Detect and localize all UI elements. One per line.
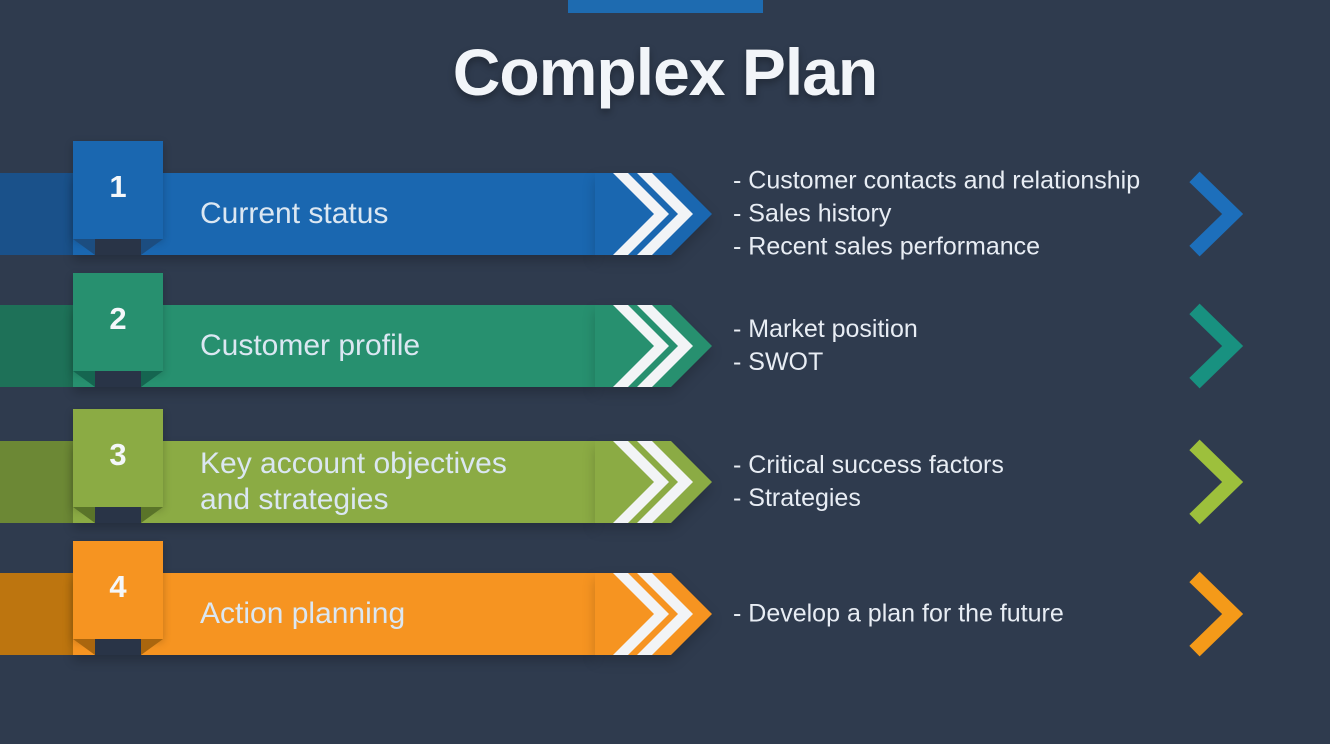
bullet-line: - SWOT — [733, 348, 824, 376]
slide-title: Complex Plan — [452, 35, 878, 109]
step-number-tab: 4 — [73, 541, 163, 639]
step-row-3: Key account objectives and strategies 3 … — [0, 409, 1330, 525]
bullet-line: - Recent sales performance — [733, 232, 1041, 261]
band-arrowhead-icon — [595, 173, 712, 255]
step-bullets: - Critical success factors - Strategies — [733, 449, 1203, 515]
step-number: 2 — [109, 301, 127, 336]
chevron-right-icon — [1189, 303, 1244, 389]
step-label: Key account objectives and strategies — [200, 447, 507, 516]
chevron-right-icon — [1189, 571, 1244, 657]
bullet-line: - Customer contacts and relationship — [733, 166, 1141, 195]
ribbon-left-strip — [0, 305, 73, 387]
chevron-right-icon — [1189, 439, 1244, 525]
accent-bar — [568, 0, 763, 13]
bullet-line: - Develop a plan for the future — [733, 599, 1064, 628]
step-row-2: Customer profile 2 - Market position - S… — [0, 273, 1330, 389]
ribbon-fold-shadow — [95, 371, 141, 387]
ribbon-fold-shadow — [95, 507, 141, 523]
step-label: Action planning — [200, 597, 406, 630]
step-label: Customer profile — [200, 329, 421, 362]
ribbon-left-strip — [0, 441, 73, 523]
ribbon-fold-shadow — [95, 239, 141, 255]
step-bullets: - Market position - SWOT — [733, 313, 1203, 379]
bullet-line: - Sales history — [733, 199, 892, 228]
step-bullets: - Customer contacts and relationship - S… — [733, 165, 1203, 264]
step-bullets: - Develop a plan for the future — [733, 598, 1203, 631]
step-row-1: Current status 1 - Customer contacts and… — [0, 141, 1330, 261]
bullet-line: - Critical success factors — [733, 451, 1004, 479]
ribbon-left-strip — [0, 173, 73, 255]
step-number: 1 — [109, 169, 127, 204]
step-number: 4 — [109, 569, 127, 604]
bullet-line: - Market position — [733, 315, 918, 343]
step-row-4: Action planning 4 - Develop a plan for t… — [0, 541, 1330, 657]
step-number-tab: 2 — [73, 273, 163, 371]
band-arrowhead-icon — [595, 305, 712, 387]
step-label: Current status — [200, 197, 389, 230]
chevron-right-icon — [1189, 171, 1244, 257]
step-number-tab: 1 — [73, 141, 163, 239]
ribbon-left-strip — [0, 573, 73, 655]
band-arrowhead-icon — [595, 441, 712, 523]
step-number: 3 — [109, 437, 127, 472]
band-arrowhead-icon — [595, 573, 712, 655]
step-number-tab: 3 — [73, 409, 163, 507]
bullet-line: - Strategies — [733, 484, 861, 512]
ribbon-fold-shadow — [95, 639, 141, 655]
